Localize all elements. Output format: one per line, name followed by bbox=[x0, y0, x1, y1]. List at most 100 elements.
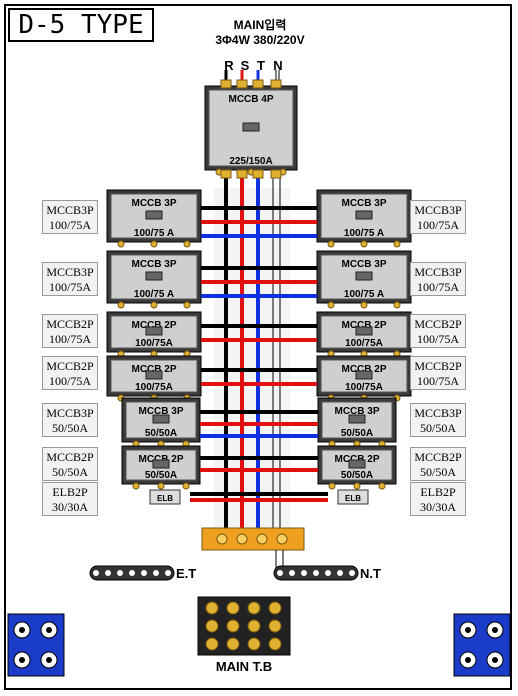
right-corner-terminal-block-socket-center bbox=[465, 627, 471, 633]
main-input-terminal bbox=[270, 79, 282, 89]
bus-bar-screw bbox=[256, 533, 268, 545]
right-breaker-5-rating: 50/50A bbox=[341, 428, 373, 439]
left-breaker-6-screw bbox=[157, 482, 165, 490]
right-circuit-label-type: MCCB2P bbox=[414, 450, 462, 464]
left-breaker-2-screw bbox=[150, 301, 158, 309]
left-circuit-label-type: MCCB2P bbox=[46, 450, 94, 464]
main-tb-screw bbox=[247, 619, 261, 633]
left-breaker-1-rating: 100/75 A bbox=[134, 228, 174, 239]
earth-terminal-strip-hole bbox=[129, 570, 135, 576]
main-tb-screw bbox=[226, 601, 240, 615]
right-breaker-3-rating: 100/75A bbox=[345, 338, 383, 349]
right-circuit-label-type: MCCB3P bbox=[414, 406, 462, 420]
phase-s-label: S bbox=[240, 58, 250, 73]
right-breaker-3: MCCB 2P 100/75A bbox=[316, 311, 412, 358]
panel-frame bbox=[4, 4, 512, 690]
left-breaker-1-toggle bbox=[145, 210, 163, 220]
left-breaker-5-toggle bbox=[152, 414, 170, 424]
right-breaker-1-toggle bbox=[355, 210, 373, 220]
left-circuit-label-rating: 30/30A bbox=[52, 500, 88, 514]
left-corner-terminal-block-socket-center bbox=[19, 657, 25, 663]
left-breaker-1-type: MCCB 3P bbox=[131, 198, 176, 209]
right-breaker-6-screw bbox=[353, 482, 361, 490]
left-circuit-label-type: MCCB2P bbox=[46, 317, 94, 331]
left-corner-terminal-block-socket-center bbox=[19, 627, 25, 633]
right-corner-terminal-block-socket-center bbox=[492, 657, 498, 663]
right-breaker-1-screw bbox=[327, 240, 335, 248]
right-circuit-label-rating: 100/75A bbox=[417, 332, 459, 346]
neutral-bus-bar bbox=[201, 527, 305, 551]
main-input-terminal bbox=[252, 79, 264, 89]
right-elb bbox=[337, 489, 369, 505]
earth-terminal-strip-mount bbox=[93, 570, 99, 576]
right-breaker-1-rating: 100/75 A bbox=[344, 228, 384, 239]
right-elb-label: ELB bbox=[345, 494, 361, 503]
left-circuit-label-rating: 100/75A bbox=[49, 218, 91, 232]
left-elb-label: ELB bbox=[157, 494, 173, 503]
left-breaker-2-screw bbox=[117, 301, 125, 309]
bus-bar-screw bbox=[276, 533, 288, 545]
right-circuit-label-type: MCCB2P bbox=[414, 359, 462, 373]
main-tb-screw bbox=[268, 637, 282, 651]
main-tb-screw bbox=[226, 619, 240, 633]
right-breaker-6-screw bbox=[328, 482, 336, 490]
right-breaker-2-screw bbox=[327, 301, 335, 309]
main-input-title: MAIN입력 bbox=[233, 18, 287, 32]
right-breaker-4-rating: 100/75A bbox=[345, 382, 383, 393]
left-breaker-2-toggle bbox=[145, 271, 163, 281]
earth-terminal-strip-mount bbox=[165, 570, 171, 576]
main-tb-screw bbox=[247, 637, 261, 651]
main-output-terminal bbox=[252, 169, 264, 179]
left-breaker-1-screw bbox=[183, 240, 191, 248]
right-circuit-label-type: MCCB3P bbox=[414, 265, 462, 279]
right-corner-terminal-block bbox=[453, 613, 511, 677]
right-breaker-1: MCCB 3P 100/75 A bbox=[316, 189, 412, 248]
left-breaker-4-toggle bbox=[145, 370, 163, 380]
left-circuit-label-rating: 50/50A bbox=[52, 465, 88, 479]
left-breaker-5-rating: 50/50A bbox=[145, 428, 177, 439]
left-circuit-label-type: MCCB2P bbox=[46, 359, 94, 373]
left-circuit-label-type: MCCB3P bbox=[46, 265, 94, 279]
left-breaker-2-rating: 100/75 A bbox=[134, 289, 174, 300]
neutral-terminal-strip-hole bbox=[289, 570, 295, 576]
right-circuit-label-type: MCCB2P bbox=[414, 317, 462, 331]
left-breaker-6-screw bbox=[132, 482, 140, 490]
main-input-label: MAIN입력 3Φ4W 380/220V bbox=[170, 18, 350, 48]
right-circuit-label-type: ELB2P bbox=[420, 485, 456, 499]
right-breaker-3-type: MCCB 2P bbox=[341, 320, 386, 331]
phase-r-label: R bbox=[224, 58, 234, 73]
main-tb-label: MAIN T.B bbox=[215, 659, 273, 674]
neutral-terminal-strip-hole bbox=[325, 570, 331, 576]
left-circuit-label-rating: 100/75A bbox=[49, 374, 91, 388]
left-breaker-3-toggle bbox=[145, 326, 163, 336]
earth-terminal-strip-hole bbox=[105, 570, 111, 576]
earth-terminal-strip-hole bbox=[117, 570, 123, 576]
left-breaker-6-screw bbox=[182, 482, 190, 490]
right-circuit-label-rating: 30/30A bbox=[420, 500, 456, 514]
right-breaker-1-type: MCCB 3P bbox=[341, 198, 386, 209]
main-breaker-type: MCCB 4P bbox=[228, 94, 273, 105]
left-circuit-label-type: ELB2P bbox=[52, 485, 88, 499]
left-corner-terminal-block-socket-center bbox=[46, 627, 52, 633]
main-output-terminal bbox=[236, 169, 248, 179]
main-tb-screw bbox=[268, 619, 282, 633]
page-title: D-5 TYPE bbox=[8, 8, 154, 42]
right-breaker-2-type: MCCB 3P bbox=[341, 259, 386, 270]
left-breaker-1-screw bbox=[117, 240, 125, 248]
right-circuit-label-rating: 100/75A bbox=[417, 218, 459, 232]
left-breaker-4-rating: 100/75A bbox=[135, 382, 173, 393]
main-tb-screw bbox=[205, 601, 219, 615]
